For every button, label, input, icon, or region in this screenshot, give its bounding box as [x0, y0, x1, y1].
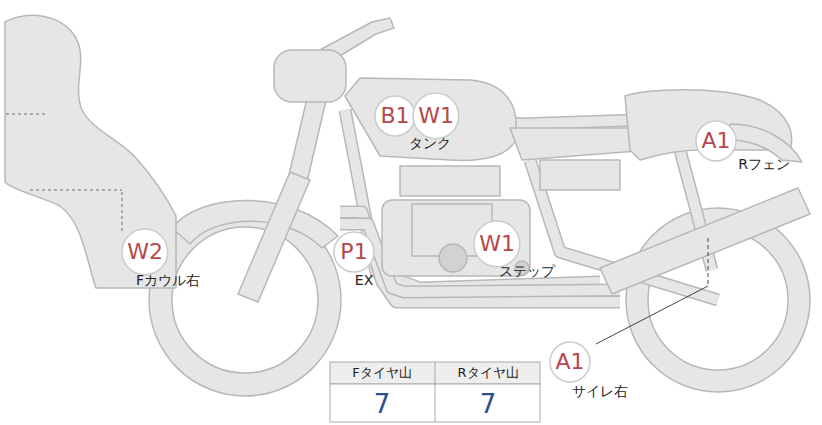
damage-code: A1	[555, 350, 584, 374]
fuel-tank	[345, 78, 516, 160]
circle-shape	[474, 221, 520, 267]
table-header: Fタイヤ山	[352, 366, 411, 380]
front-fender	[172, 200, 338, 248]
engine-cover	[439, 244, 467, 272]
part-name: EX	[355, 273, 373, 288]
table-header: Rタイヤ山	[457, 366, 518, 380]
tire-table	[330, 362, 540, 422]
circle-shape	[550, 342, 590, 382]
circle-shape	[375, 96, 415, 136]
front-fork-lower	[238, 172, 310, 302]
damage-code: W1	[479, 232, 515, 256]
damage-code: P1	[340, 240, 367, 264]
cowl-panel-lines	[6, 114, 122, 232]
damage-code: A1	[701, 129, 730, 153]
part-name: タンク	[409, 136, 451, 151]
damage-code: W1	[418, 104, 454, 128]
silencer-leader-line	[596, 238, 708, 344]
damage-code-circle: B1	[374, 95, 416, 137]
damage-code: B1	[380, 104, 409, 128]
front-cowl	[5, 15, 176, 288]
circle-shape	[413, 93, 459, 139]
damage-code-circle: P1	[333, 231, 375, 273]
damage-code: W2	[127, 240, 163, 264]
damage-code-circle: A1	[695, 120, 737, 162]
side-cover	[540, 160, 620, 190]
part-name: Rフェン	[738, 157, 790, 172]
table-value: 7	[374, 390, 391, 419]
damage-code-circle: A1	[549, 341, 591, 383]
silencer	[600, 188, 810, 294]
engine-head	[400, 166, 500, 196]
table-value: 7	[480, 390, 497, 419]
damage-code-circle: W1	[412, 92, 460, 140]
circle-shape	[334, 232, 374, 272]
circle-shape	[696, 121, 736, 161]
part-name: サイレ右	[572, 384, 628, 399]
part-name: ステップ	[499, 264, 555, 279]
damage-code-circle: W1	[473, 220, 521, 268]
part-name: Fカウル右	[136, 273, 200, 288]
headlight	[274, 50, 346, 102]
rear-fender	[730, 124, 802, 162]
circle-shape	[122, 229, 168, 275]
damage-code-circle: W2	[121, 228, 169, 276]
